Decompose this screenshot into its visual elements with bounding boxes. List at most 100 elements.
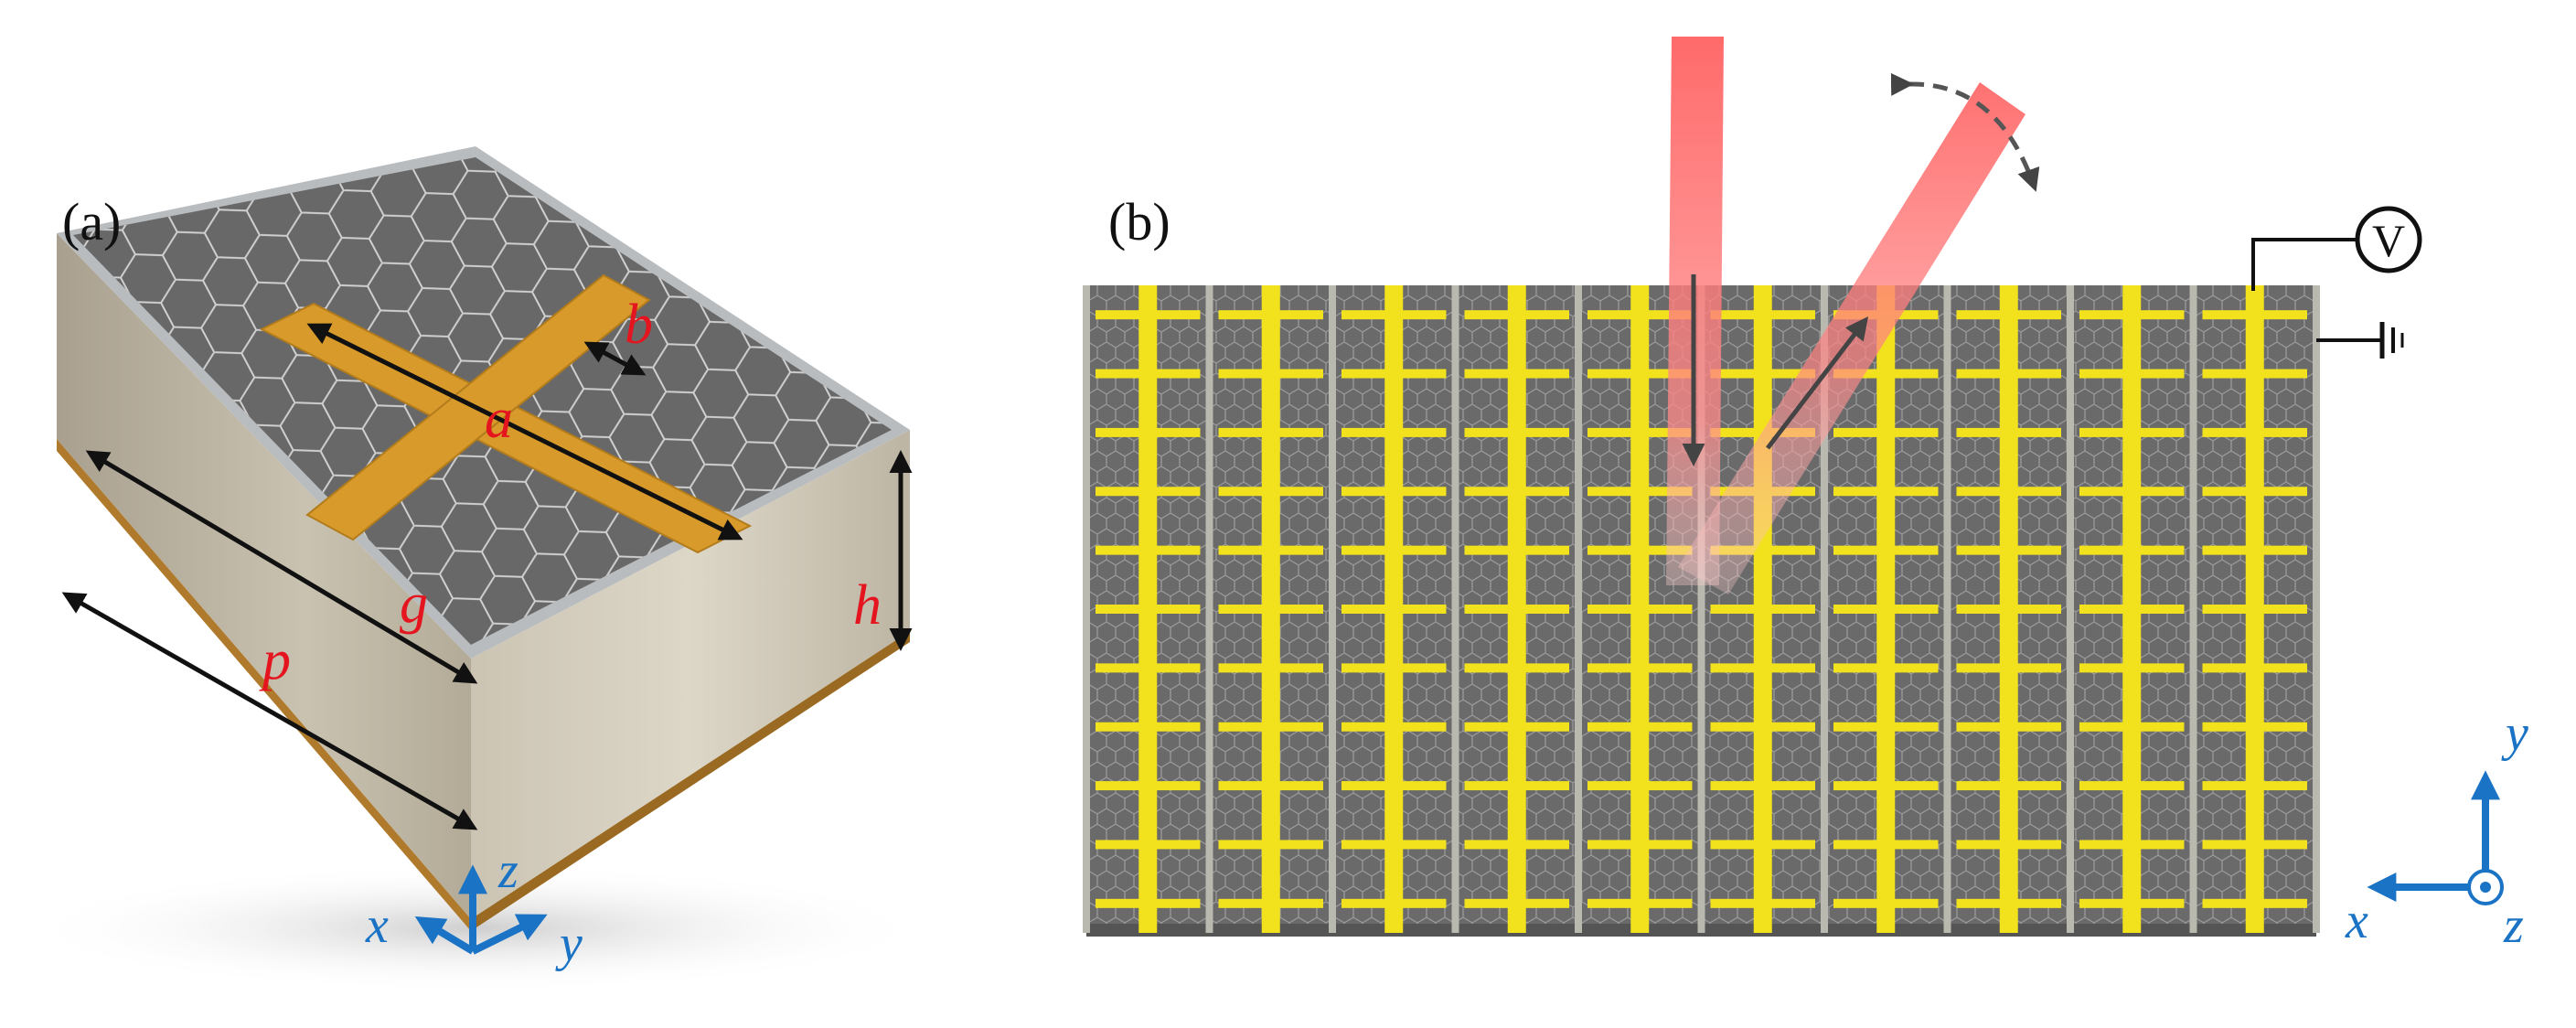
y-axis-arrow [471,914,548,955]
cross-horizontal-bar [1587,487,1693,497]
cross-horizontal-bar [1341,722,1447,732]
axis-b-y-label: y [2501,705,2528,762]
cross-horizontal-bar [1464,722,1569,732]
cross-horizontal-bar [1218,545,1323,555]
cross-horizontal-bar [2202,722,2307,732]
cross-horizontal-bar [2079,781,2185,791]
cross-horizontal-bar [2079,722,2185,732]
cross-horizontal-bar [1710,310,1815,320]
cross-horizontal-bar [1096,781,1201,791]
x-axis-arrow [414,916,476,955]
dimension-p-label: p [259,629,291,691]
panel-a-label: (a) [62,192,121,252]
cross-horizontal-bar [1956,487,2061,497]
cross-horizontal-bar [2202,427,2307,437]
cross-horizontal-bar [1587,722,1693,732]
substrate-right-face [471,430,910,919]
cross-horizontal-bar [2079,427,2185,437]
panel-b: (b) V y [1083,37,2528,954]
dimension-p-arrow [61,592,478,830]
cross-horizontal-bar [1587,781,1693,791]
cross-horizontal-bar [1218,722,1323,732]
cross-horizontal-bar [1833,605,1939,614]
cross-horizontal-bar [2202,605,2307,614]
cross-horizontal-bar [1956,840,2061,850]
cross-horizontal-bar [1833,545,1939,555]
cross-horizontal-bar [1218,898,1323,908]
cross-horizontal-bar [1464,487,1569,497]
column-gap [1943,285,1951,933]
column-gap [2067,285,2074,933]
cross-horizontal-bar [1833,487,1939,497]
cross-horizontal-bar [1341,369,1447,379]
cross-horizontal-bar [1710,605,1815,614]
cross-horizontal-bar [1956,781,2061,791]
cross-horizontal-bar [2079,310,2185,320]
column-gap [1575,285,1582,933]
cross-horizontal-bar [1096,722,1201,732]
cross-horizontal-bar [1341,427,1447,437]
cross-horizontal-bar [1956,722,2061,732]
dimension-a-label: a [485,388,513,450]
cross-horizontal-bar [1341,487,1447,497]
cross-horizontal-bar [1587,369,1693,379]
cross-horizontal-bar [2079,898,2185,908]
cross-horizontal-bar [1710,545,1815,555]
cross-horizontal-bar [1587,310,1693,320]
voltage-source-label: V [2372,215,2405,266]
cross-horizontal-bar [1096,427,1201,437]
cross-horizontal-bar [1218,369,1323,379]
panel-b-label: (b) [1108,192,1170,252]
cross-horizontal-bar [2079,663,2185,673]
cross-horizontal-bar [1956,427,2061,437]
cross-horizontal-bar [1833,840,1939,850]
cross-horizontal-bar [1587,898,1693,908]
cross-horizontal-bar [1341,840,1447,850]
reflected-direction-arrow [1766,316,1869,450]
dimension-b-label: b [625,294,653,356]
cross-horizontal-bar [2202,310,2307,320]
cross-horizontal-bar [1587,663,1693,673]
cross-horizontal-bar [1587,545,1693,555]
axis-a-x-label: x [365,897,389,954]
cross-horizontal-bar [1956,605,2061,614]
column-gap [1083,285,1090,933]
cross-horizontal-bar [1341,781,1447,791]
cross-horizontal-bar [1218,840,1323,850]
column-gap [2313,285,2320,933]
cross-horizontal-bar [1956,663,2061,673]
cross-horizontal-bar [1341,605,1447,614]
cross-horizontal-bar [1096,369,1201,379]
axis-b-x-label: x [2345,893,2368,949]
cross-horizontal-bar [1464,369,1569,379]
cross-horizontal-bar [1096,898,1201,908]
axis-a-y-label: y [555,916,583,972]
cross-horizontal-bar [1956,545,2061,555]
bias-wire [2251,238,2318,291]
laser-beams [1666,37,2040,594]
cross-horizontal-bar [1587,427,1693,437]
cross-horizontal-bar [1341,898,1447,908]
cross-horizontal-bar [1096,545,1201,555]
cross-horizontal-bar [1341,545,1447,555]
cross-horizontal-bar [2079,545,2185,555]
cross-horizontal-bar [1464,545,1569,555]
cross-horizontal-bar [1956,310,2061,320]
column-gap [2189,285,2197,933]
cross-horizontal-bar [1833,663,1939,673]
cross-horizontal-bar [1464,663,1569,673]
cross-horizontal-bar [2079,487,2185,497]
dimension-a-arrow [306,323,743,541]
dimension-b-arrow [583,341,647,376]
cross-horizontal-bar [1218,487,1323,497]
cross-horizontal-bar [2202,898,2307,908]
cross-horizontal-bar [1096,605,1201,614]
panel-a: a b g p h (a) z x y [18,146,933,992]
cross-horizontal-bar [2079,840,2185,850]
cross-horizontal-bar [1833,427,1939,437]
cross-horizontal-bar [1341,310,1447,320]
cross-horizontal-bar [1218,605,1323,614]
cross-horizontal-bar [1464,898,1569,908]
cross-horizontal-bar [1218,781,1323,791]
